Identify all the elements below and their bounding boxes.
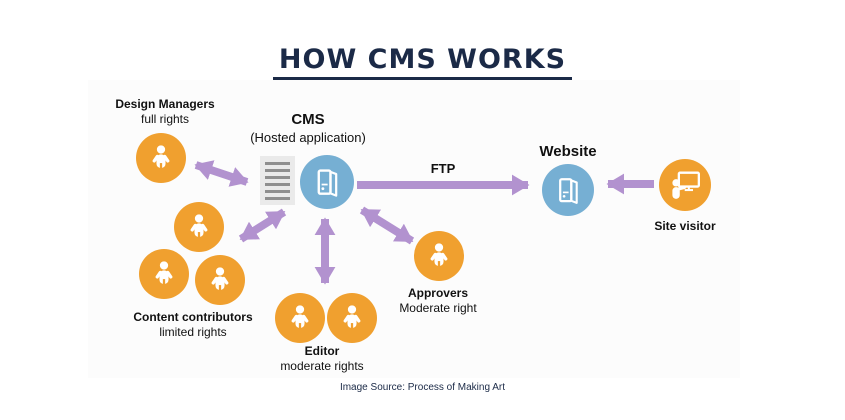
person-icon — [183, 211, 215, 243]
design-manager-node — [136, 133, 186, 183]
person-icon — [336, 302, 368, 334]
content-contributor-node — [139, 249, 189, 299]
design-managers-label: Design Managers full rights — [115, 97, 215, 126]
site-visitor-node — [659, 159, 711, 211]
approver-node — [414, 231, 464, 281]
content-contributors-label: Content contributors limited rights — [133, 310, 253, 339]
server-tower-icon — [550, 172, 586, 208]
page-title: HOW CMS WORKS — [272, 44, 573, 80]
editor-node — [275, 293, 325, 343]
person-icon — [204, 264, 236, 296]
editor-node — [327, 293, 377, 343]
cms-node — [300, 155, 354, 209]
site-visitor-label: Site visitor — [654, 219, 716, 233]
editor-label: Editor moderate rights — [280, 344, 364, 373]
approvers-label: Approvers Moderate right — [399, 286, 477, 315]
website-label: Website — [539, 143, 597, 160]
title-bar: HOW CMS WORKS — [0, 44, 845, 80]
image-credit: Image Source: Process of Making Art — [339, 382, 506, 393]
person-icon — [284, 302, 316, 334]
person-at-monitor-icon — [665, 165, 705, 205]
server-tower-icon — [308, 163, 346, 201]
content-contributor-node — [174, 202, 224, 252]
person-icon — [148, 258, 180, 290]
website-node — [542, 164, 594, 216]
document-icon — [260, 156, 295, 205]
person-icon — [145, 142, 177, 174]
cms-label: CMS (Hosted application) — [250, 111, 366, 145]
person-icon — [423, 240, 455, 272]
content-contributor-node — [195, 255, 245, 305]
ftp-label: FTP — [430, 161, 456, 176]
